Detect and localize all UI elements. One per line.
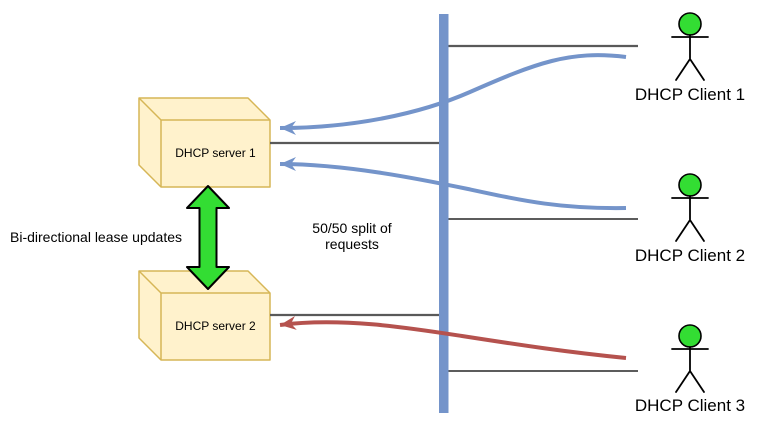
lease-updates-annotation: Bi-directional lease updates (10, 229, 182, 245)
bidirectional-arrow (186, 185, 230, 290)
server1-label: DHCP server 1 (175, 146, 256, 161)
dhcp-client-1-actor (671, 12, 709, 81)
client3-label: DHCP Client 3 (634, 396, 746, 415)
client2-label: DHCP Client 2 (634, 246, 746, 265)
client1-request-arrow (279, 53, 627, 135)
split-requests-annotation: 50/50 split of requests (312, 220, 392, 253)
client1-label: DHCP Client 1 (634, 85, 746, 104)
dhcp-client-2-actor (671, 173, 709, 242)
dhcp-server-1-node (138, 97, 271, 188)
actor-head-icon (678, 12, 702, 36)
dhcp-client-3-actor (671, 324, 709, 393)
client3-request-arrow (279, 316, 627, 360)
network-bus-bar (439, 14, 449, 413)
actor-head-icon (678, 173, 702, 197)
dhcp-server-2-node (138, 270, 271, 361)
server2-label: DHCP server 2 (175, 319, 256, 334)
client2-request-arrow (279, 157, 627, 211)
actor-head-icon (678, 324, 702, 348)
